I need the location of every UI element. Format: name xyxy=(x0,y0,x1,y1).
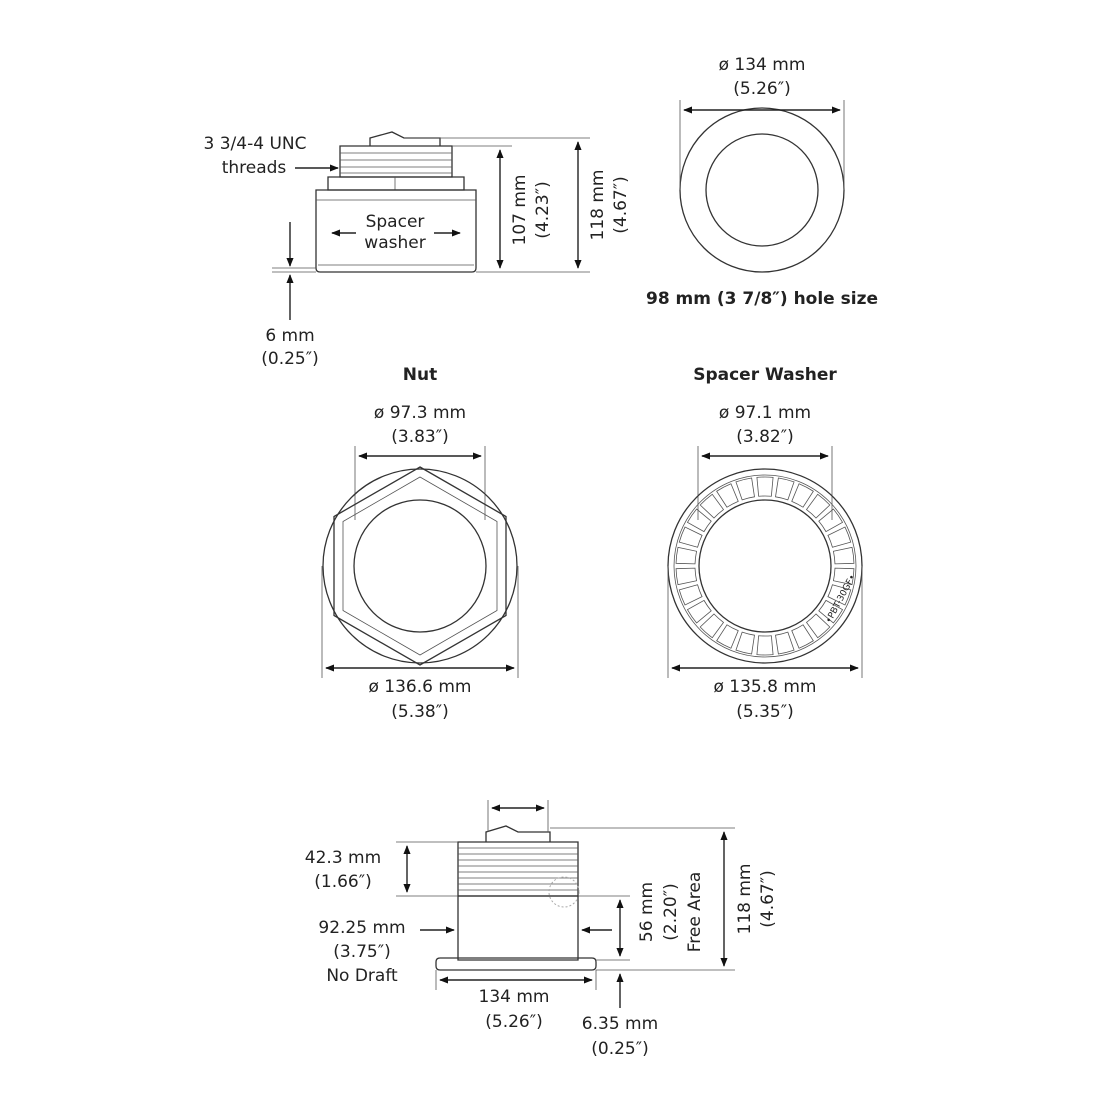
washer-rib-cell xyxy=(805,613,831,639)
spacer-label-line2: washer xyxy=(364,233,425,253)
washer-rib-cell xyxy=(791,483,814,508)
washer-rib-cell xyxy=(832,546,855,565)
washer-inner-mm: ø 97.1 mm xyxy=(719,403,811,423)
top-view: ø 134 mm (5.26″) 98 mm (3 7/8″) hole siz… xyxy=(646,55,878,309)
free-area-mm: 56 mm xyxy=(637,882,657,942)
thread-len-mm: 42.3 mm xyxy=(305,848,381,868)
washer-rib-cell xyxy=(735,477,755,501)
washer-rib-cell xyxy=(735,631,755,655)
no-draft-label: No Draft xyxy=(326,966,398,986)
height-outer-mm: 118 mm xyxy=(588,170,608,241)
height-outer-in: (4.67″) xyxy=(611,176,631,233)
washer-rib-cell xyxy=(818,508,844,533)
top-side-threads xyxy=(339,145,453,178)
washer-rib-cell xyxy=(675,546,698,565)
bottom-body xyxy=(457,895,579,961)
washer-title: Spacer Washer xyxy=(693,365,837,385)
washer-rib-cell xyxy=(832,567,855,586)
nut-inner-in: (3.83″) xyxy=(391,427,448,447)
washer-rib-cell xyxy=(756,476,774,497)
flange-in: (5.26″) xyxy=(485,1012,542,1032)
flange-thick-in: (0.25″) xyxy=(591,1039,648,1059)
top-view-dia-in: (5.26″) xyxy=(733,79,790,99)
washer-rib-cell xyxy=(756,635,774,656)
washer-rib-cell xyxy=(827,584,852,606)
top-view-inner-circle xyxy=(705,133,819,247)
washer-rib-cell xyxy=(805,493,831,519)
nut-outer-circle xyxy=(322,468,518,664)
height-inner-mm: 107 mm xyxy=(510,175,530,246)
total-height-mm: 118 mm xyxy=(735,864,755,935)
spacer-washer-view: Spacer Washer ø 97.1 mm (3.82″) •PBT-30G… xyxy=(667,365,863,722)
top-side-cable-cap xyxy=(369,131,441,146)
bottom-thread-lines xyxy=(458,847,578,891)
washer-outer-circle xyxy=(667,468,863,664)
washer-rib-cell xyxy=(775,477,795,501)
top-view-dia-mm: ø 134 mm xyxy=(719,55,806,75)
washer-outer-in: (5.35″) xyxy=(736,702,793,722)
flange-thick-mm: 6.35 mm xyxy=(582,1014,658,1034)
washer-rib-cell xyxy=(827,526,852,548)
nut-inner-circle xyxy=(353,499,487,633)
nut-view: Nut ø 97.3 mm (3.83″) ø 136.6 mm (5.38″) xyxy=(321,365,519,722)
nut-hexagon xyxy=(333,466,507,666)
washer-rib-cell xyxy=(675,567,698,586)
washer-rib-cell xyxy=(678,526,703,548)
total-height-in: (4.67″) xyxy=(758,870,778,927)
nut-outer-in: (5.38″) xyxy=(391,702,448,722)
washer-rib-cell xyxy=(791,624,814,649)
washer-rib-cell xyxy=(686,508,712,533)
top-side-body xyxy=(315,189,477,273)
height-inner-in: (4.23″) xyxy=(533,181,553,238)
washer-thick-mm: 6 mm xyxy=(265,326,314,346)
spacer-label-line1: Spacer xyxy=(366,212,425,232)
body-dia-in: (3.75″) xyxy=(333,942,390,962)
top-side-view: 3 3/4-4 UNC threads Spacer washer 107 mm… xyxy=(204,131,631,369)
thread-label-line2: threads xyxy=(222,158,287,178)
thread-label-line1: 3 3/4-4 UNC xyxy=(204,134,307,154)
washer-rib-cell xyxy=(775,631,795,655)
bottom-detail-circle xyxy=(548,876,580,908)
body-dia-mm: 92.25 mm xyxy=(318,918,405,938)
washer-rib-cell xyxy=(716,624,739,649)
free-area-label: Free Area xyxy=(685,872,705,953)
free-area-in: (2.20″) xyxy=(661,883,681,940)
nut-title: Nut xyxy=(403,365,437,385)
hole-size-label: 98 mm (3 7/8″) hole size xyxy=(646,289,878,309)
washer-ribs xyxy=(675,476,855,656)
bottom-flange xyxy=(435,957,597,971)
top-view-outer-circle xyxy=(679,107,845,273)
washer-rib-cell xyxy=(699,613,725,639)
washer-rib-cell xyxy=(716,483,739,508)
washer-thick-in: (0.25″) xyxy=(261,349,318,369)
washer-rib-cell xyxy=(678,584,703,606)
bottom-threads xyxy=(457,841,579,897)
nut-inner-mm: ø 97.3 mm xyxy=(374,403,466,423)
bottom-side-view: 42.3 mm (1.66″) 92.25 mm (3.75″) No Draf… xyxy=(305,800,778,1059)
washer-rib-cell xyxy=(699,493,725,519)
bottom-cable-cap xyxy=(485,825,551,842)
washer-rib-cell xyxy=(818,599,844,624)
flange-mm: 134 mm xyxy=(479,987,550,1007)
washer-inner-circle xyxy=(698,499,832,633)
washer-outer-mm: ø 135.8 mm xyxy=(714,677,817,697)
washer-inner-in: (3.82″) xyxy=(736,427,793,447)
washer-rib-cell xyxy=(686,599,712,624)
thread-len-in: (1.66″) xyxy=(314,872,371,892)
nut-outer-mm: ø 136.6 mm xyxy=(369,677,472,697)
